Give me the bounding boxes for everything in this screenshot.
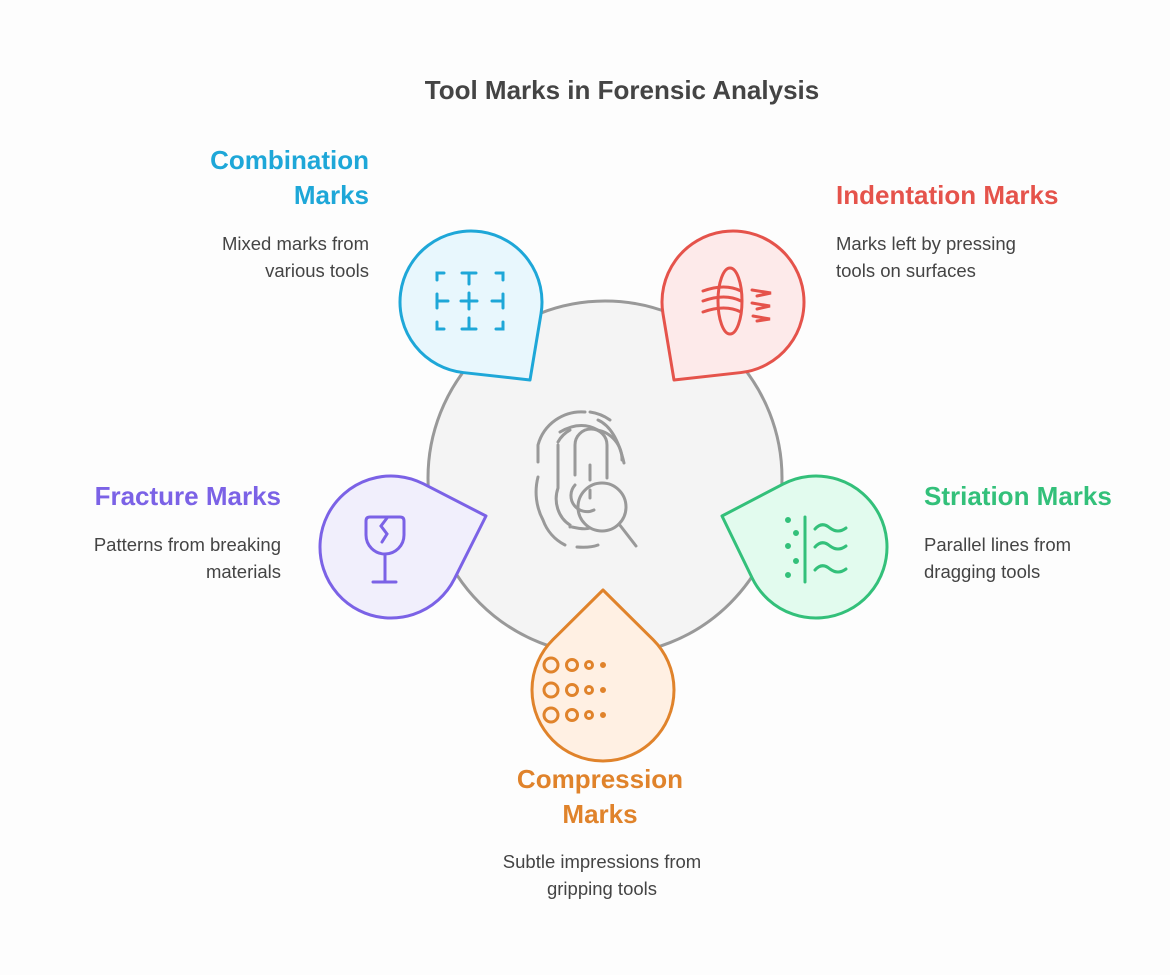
striation-desc-line: Parallel lines from — [924, 534, 1072, 555]
striation-title: Striation Marks — [924, 479, 1112, 514]
striation-title-line: Striation Marks — [924, 481, 1112, 511]
pressing-lines-icon — [701, 266, 772, 336]
compression-title-line: Compression — [516, 764, 684, 794]
wave-lines-icon — [785, 515, 848, 584]
combination-title-line: Marks — [293, 180, 369, 210]
indentation-title-line: Indentation Marks — [836, 180, 1059, 210]
compression-title-line: Marks — [562, 799, 638, 829]
dot-grid-icon — [542, 656, 606, 724]
indentation-desc-line: tools on surfaces — [836, 259, 976, 281]
diagram-title: Tool Marks in Forensic Analysis — [424, 75, 820, 105]
fracture-title: Fracture Marks — [95, 479, 281, 514]
indentation-desc-line: Marks left by pressing — [836, 233, 1016, 254]
fracture-teardrop — [318, 474, 488, 620]
broken-glass-icon — [364, 515, 406, 584]
fracture-desc-line: Patterns from breaking — [93, 534, 281, 555]
compression-title: Compression Marks — [400, 762, 800, 832]
combination-title-line: Combination — [210, 145, 369, 175]
indentation-teardrop — [660, 229, 806, 382]
combination-desc-line: Mixed marks from — [222, 233, 369, 254]
combination-title: Combination Marks — [210, 143, 369, 213]
combination-teardrop — [398, 229, 544, 382]
fracture-title-line: Fracture Marks — [94, 481, 281, 511]
compression-description: Subtle impressions from gripping tools — [402, 849, 802, 902]
indentation-description: Marks left by pressing tools on surfaces — [836, 231, 1016, 284]
dashed-grid-icon — [435, 271, 505, 331]
striation-desc-line: dragging tools — [924, 560, 1041, 582]
striation-description: Parallel lines from dragging tools — [924, 532, 1071, 585]
compression-desc-line: gripping tools — [546, 877, 658, 899]
fracture-desc-line: materials — [205, 560, 281, 582]
combination-desc-line: various tools — [265, 259, 369, 281]
indentation-title: Indentation Marks — [836, 178, 1058, 213]
fracture-description: Patterns from breaking materials — [94, 532, 281, 585]
combination-description: Mixed marks from various tools — [222, 231, 369, 284]
compression-desc-line: Subtle impressions from — [502, 851, 702, 872]
fingerprint-magnifier-icon — [534, 410, 638, 549]
